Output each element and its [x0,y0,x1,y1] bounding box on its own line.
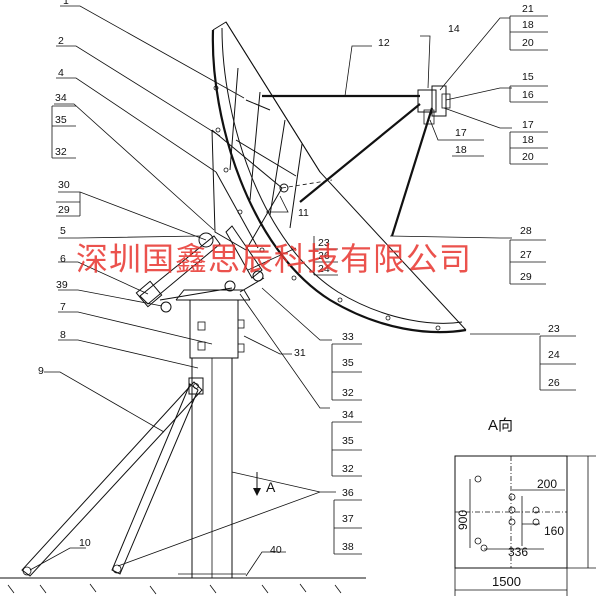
part-label-17: 17 [455,127,467,139]
rim-bolts [213,85,441,331]
part-label-14: 14 [448,23,460,35]
part-label-31: 31 [294,347,306,359]
part-label-32b: 32 [342,387,354,399]
part-label-29b: 29 [520,271,532,283]
part-label-32c: 32 [342,463,354,475]
anchor-bolts [474,475,540,552]
part-label-10: 10 [79,537,91,549]
part-label-17b: 17 [522,119,534,131]
part-label-12: 12 [378,37,390,49]
part-label-26: 26 [318,250,330,262]
dim-1500-width: 1500 [492,574,521,589]
part-label-23: 23 [318,237,330,249]
part-label-18: 18 [522,19,534,31]
part-label-20: 20 [522,37,534,49]
support-legs [21,377,204,577]
mast [178,357,246,579]
part-label-37: 37 [342,513,354,525]
part-label-34: 34 [55,92,67,104]
part-label-20b: 20 [522,151,534,163]
part-label-7: 7 [60,301,66,313]
part-label-16: 16 [522,89,534,101]
part-label-24b: 24 [548,349,560,361]
elevation-jack [135,232,236,313]
dim-200: 200 [537,477,557,491]
ground [0,577,366,595]
part-label-27: 27 [520,249,532,261]
part-label-38: 38 [342,541,354,553]
part-label-5: 5 [60,225,66,237]
part-label-1: 1 [63,0,69,7]
part-label-4: 4 [58,67,64,79]
part-label-30: 30 [58,179,70,191]
dim-1500-height: 1500 [597,500,600,529]
part-label-6: 6 [60,253,66,265]
part-label-40: 40 [270,544,282,556]
part-label-35c: 35 [342,435,354,447]
hinge-arms [225,225,265,293]
part-labels: 1 2 4 34 35 32 30 29 5 6 39 7 8 9 10 11 … [38,0,576,556]
mount-box [175,289,251,359]
part-label-23b: 23 [548,323,560,335]
part-label-35: 35 [55,114,67,126]
part-label-36: 36 [342,487,354,499]
part-label-33: 33 [342,331,354,343]
view-arrow-a: A [253,472,276,496]
dim-336: 336 [508,545,528,559]
part-label-18c: 18 [522,134,534,146]
part-label-35b: 35 [342,357,354,369]
view-a-detail: A向 200 160 336 900 1500 [454,417,600,596]
part-label-24: 24 [318,263,330,275]
part-label-18b: 18 [455,144,467,156]
feed-support [262,85,451,237]
part-label-11: 11 [298,207,309,219]
company-watermark: 深圳国鑫思辰科技有限公司 [76,240,472,278]
part-label-2: 2 [58,35,64,47]
part-label-34b: 34 [342,409,354,421]
part-label-15: 15 [522,71,534,83]
dim-900: 900 [456,510,470,530]
part-label-28: 28 [520,225,532,237]
part-label-39: 39 [56,279,68,291]
part-label-9: 9 [38,365,44,377]
callout-lines [29,5,540,577]
part-label-32: 32 [55,146,67,158]
part-label-8: 8 [60,329,66,341]
view-a-title: A向 [488,417,513,434]
part-label-21: 21 [522,3,534,15]
dim-160: 160 [544,524,564,538]
part-label-26b: 26 [548,377,560,389]
view-arrow-label: A [266,479,276,495]
part-label-29: 29 [58,204,70,216]
